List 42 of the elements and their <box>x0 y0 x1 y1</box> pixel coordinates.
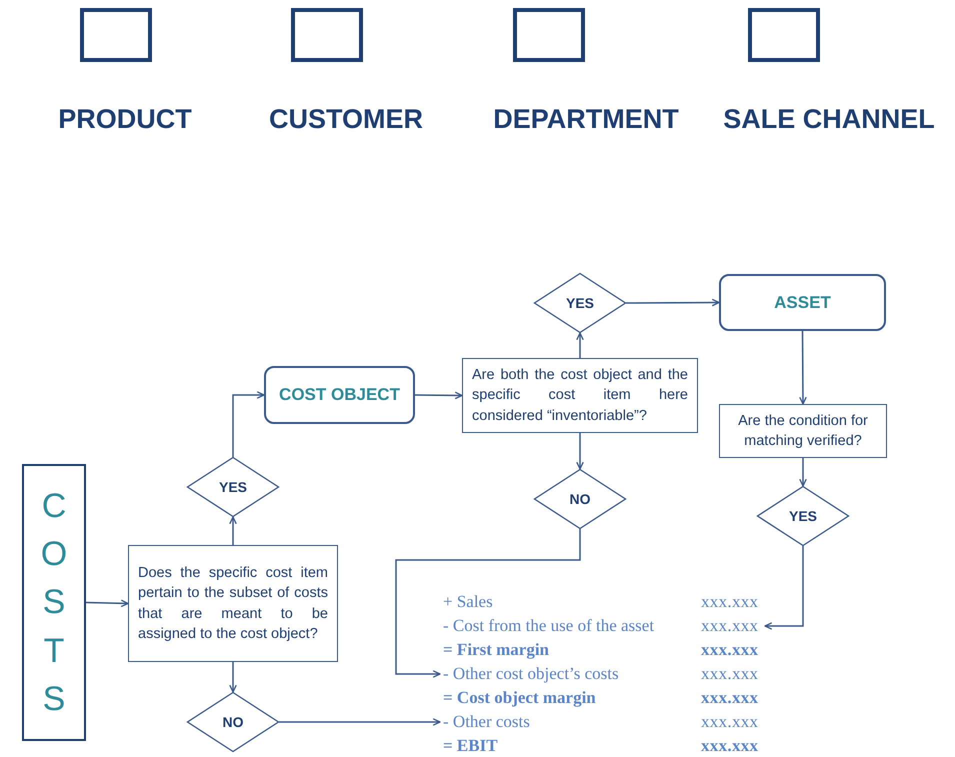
arrow <box>86 600 129 608</box>
arrow <box>415 392 463 400</box>
arrow <box>232 391 265 457</box>
decision-label: NO <box>222 714 244 730</box>
category-heading: DEPARTMENT <box>492 104 680 135</box>
statement-amount: xxx.xxx <box>701 688 760 708</box>
arrow <box>799 458 807 487</box>
arrow <box>279 718 441 726</box>
arrow <box>576 433 584 470</box>
vertical-title-box: COSTS <box>22 464 86 741</box>
arrow <box>576 332 584 358</box>
category-heading: PRODUCT <box>57 104 193 135</box>
arrow <box>395 529 581 678</box>
decision-label: NO <box>568 491 592 507</box>
statement-line: - Other cost object’s costs <box>442 664 619 684</box>
category-heading: SALE CHANNEL <box>722 104 936 135</box>
statement-line: = First margin <box>442 640 550 660</box>
statement-amount: xxx.xxx <box>701 712 760 732</box>
statement-line: - Other costs <box>442 712 530 732</box>
statement-amount: xxx.xxx <box>701 664 760 684</box>
statement-amount: xxx.xxx <box>701 736 760 756</box>
rounded-process-box: ASSET <box>719 274 886 331</box>
arrow <box>229 516 237 545</box>
statement-line: = EBIT <box>442 736 498 756</box>
statement-amount: xxx.xxx <box>701 640 760 660</box>
question-box: Are both the cost object and the specific cost item here considered “inventoriable”? <box>462 358 698 433</box>
arrow <box>764 546 804 630</box>
arrow <box>799 331 807 405</box>
question-box: Are the condition for matching verified? <box>719 404 887 458</box>
arrow <box>229 662 237 693</box>
decision-label: YES <box>218 479 248 495</box>
decision-label: YES <box>564 295 595 311</box>
statement-line: - Cost from the use of the asset <box>442 616 654 636</box>
statement-line: + Sales <box>442 592 493 612</box>
statement-line: = Cost object margin <box>442 688 596 708</box>
arrow <box>626 298 720 306</box>
statement-amount: xxx.xxx <box>701 616 760 636</box>
statement-amount: xxx.xxx <box>701 592 760 612</box>
category-heading: CUSTOMER <box>268 104 424 135</box>
question-box: Does the specific cost item pertain to the subset of costs that are meant to be assigned to the cost object? <box>128 545 338 662</box>
rounded-process-box: COST OBJECT <box>264 366 415 424</box>
decision-label: YES <box>788 508 818 524</box>
